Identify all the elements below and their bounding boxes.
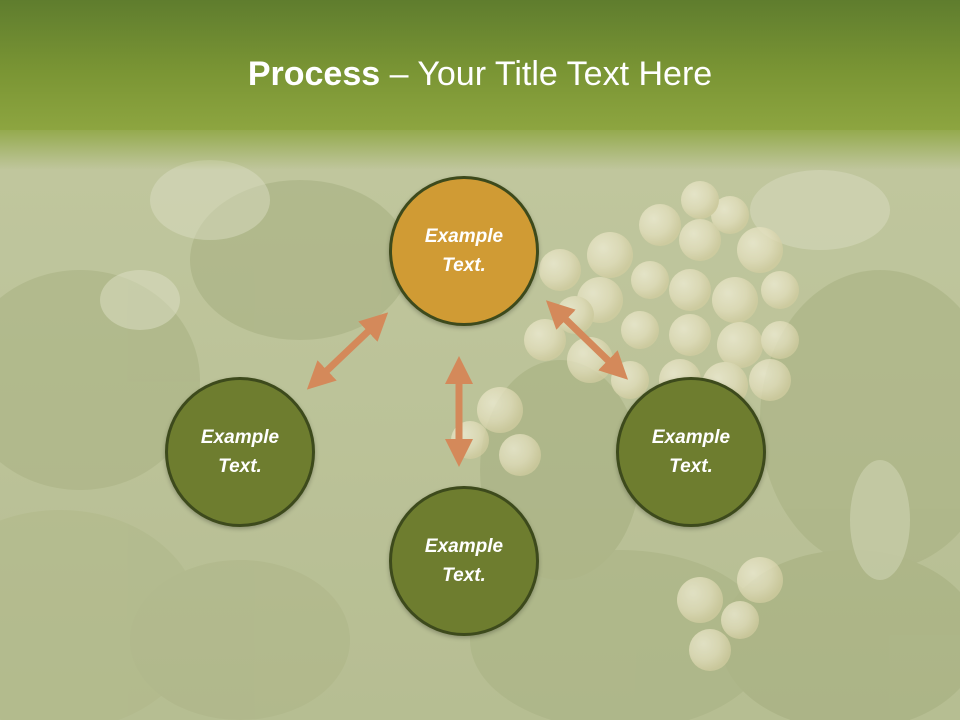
process-step-right-line1: Example — [651, 427, 731, 448]
grape-shape — [621, 311, 659, 349]
process-step-left-line2: Text. — [218, 456, 262, 477]
grape-shape — [721, 601, 759, 639]
grape-shape — [631, 261, 669, 299]
grape-shape — [761, 271, 799, 309]
grape-shape — [587, 232, 633, 278]
grape-shape — [679, 219, 721, 261]
process-step-left-line1: Example — [200, 427, 280, 448]
grape-shape — [539, 249, 581, 291]
grape-shape — [477, 387, 523, 433]
grape-shape — [639, 204, 681, 246]
process-step-bottom-line2: Text. — [442, 565, 486, 586]
grape-shape — [717, 322, 763, 368]
grape-shape — [681, 181, 719, 219]
title-bold-part: Process — [247, 55, 381, 93]
grape-shape — [499, 434, 541, 476]
process-step-top-line1: Example — [424, 226, 504, 247]
title-bar-fade — [0, 130, 960, 170]
grape-shape — [712, 277, 758, 323]
process-step-top-line2: Text. — [442, 255, 486, 276]
process-step-bottom-line1: Example — [424, 536, 504, 557]
arrow-top-right — [545, 300, 629, 380]
grape-shape — [711, 196, 749, 234]
grape-shape — [677, 577, 723, 623]
slide-title[interactable]: Process – Your Title Text Here — [0, 52, 960, 96]
grape-shape — [749, 359, 791, 401]
title-bar — [0, 0, 960, 130]
grape-shape — [737, 227, 783, 273]
grape-shape — [669, 314, 711, 356]
title-rest-part: – Your Title Text Here — [380, 55, 713, 93]
arrow-top-left — [306, 312, 389, 390]
grape-shape — [737, 557, 783, 603]
grape-shape — [761, 321, 799, 359]
grape-shape — [669, 269, 711, 311]
grape-shape — [689, 629, 731, 671]
process-step-right-line2: Text. — [669, 456, 713, 477]
